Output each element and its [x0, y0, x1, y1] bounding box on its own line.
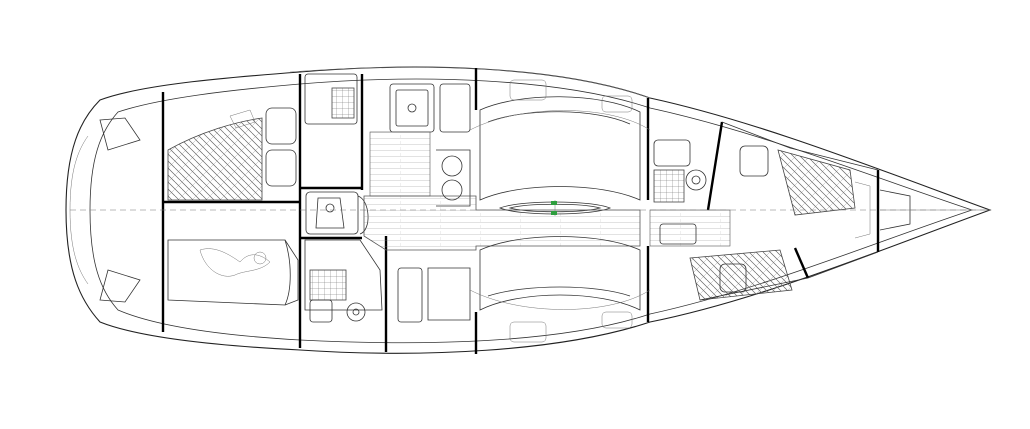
- stern-steps: [69, 117, 141, 303]
- aft-port-berth: [167, 107, 297, 201]
- forward-cabin-berth: [689, 121, 879, 301]
- bulkheads: [161, 68, 880, 354]
- deck-hatches: [70, 79, 990, 343]
- forward-head: [653, 139, 707, 245]
- aft-head-compartment: [304, 239, 383, 323]
- navigation-station: [304, 73, 369, 235]
- salon-settees: [479, 96, 641, 311]
- aft-starboard-berth: [167, 239, 299, 306]
- galley: [389, 83, 471, 323]
- salon-table: [498, 200, 612, 216]
